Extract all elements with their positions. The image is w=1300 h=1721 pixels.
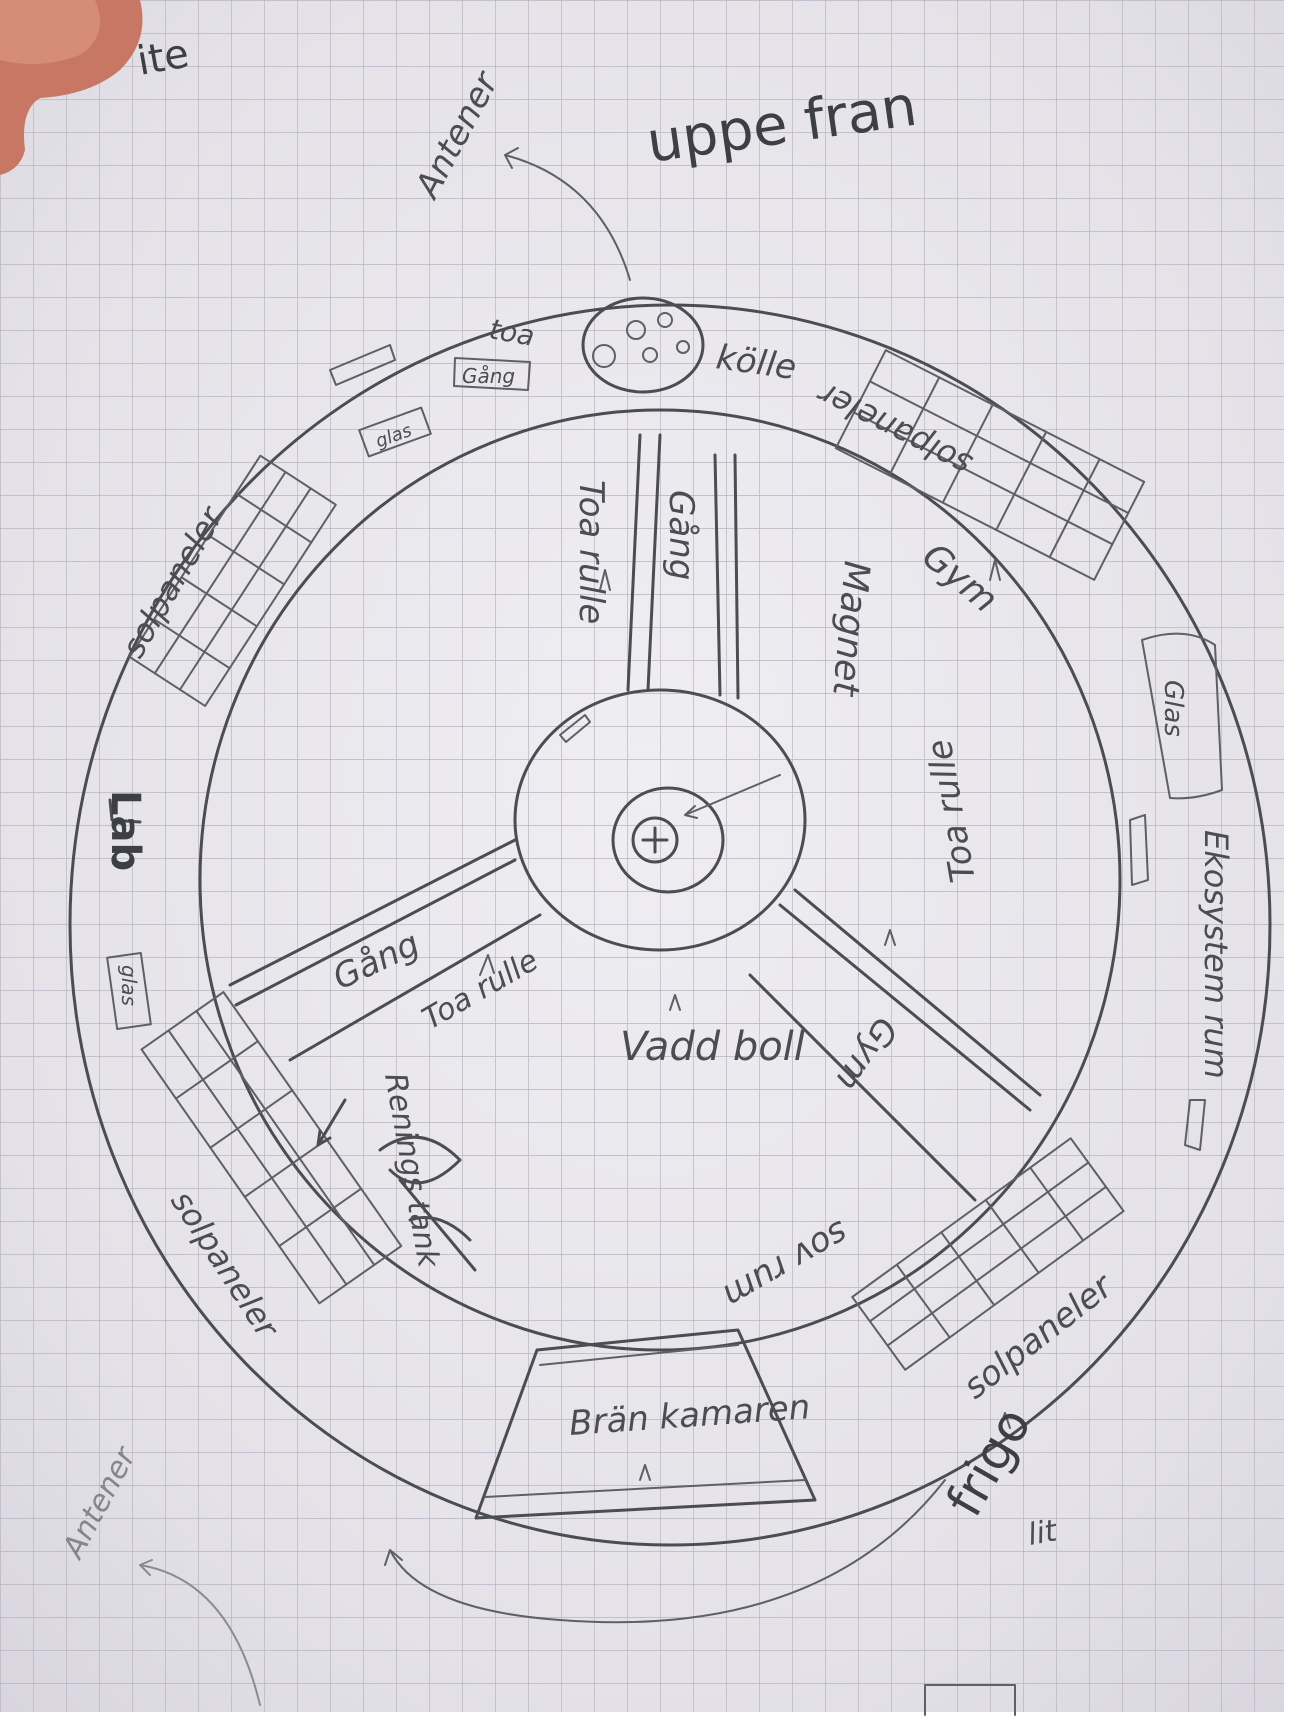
ekosystem-rum-text: Ekosystem rum	[1197, 830, 1235, 1079]
glas-left-text: glas	[117, 965, 141, 1006]
gang-small-text: Gång	[462, 364, 515, 388]
gang-top-text: Gång	[661, 490, 701, 580]
right-margin	[1284, 0, 1300, 1721]
bottom-margin	[0, 1712, 1300, 1721]
vadd-boll-line: Vadd boll	[620, 1024, 805, 1070]
top-left-fragment-text: ite	[134, 31, 193, 85]
glas-right-text: Glas	[1158, 680, 1188, 737]
toa-rulle-top-text: Toa rulle	[571, 480, 611, 624]
lab-text: Lab	[102, 790, 148, 871]
vadd-boll-text: Vadd boll	[620, 1024, 805, 1070]
